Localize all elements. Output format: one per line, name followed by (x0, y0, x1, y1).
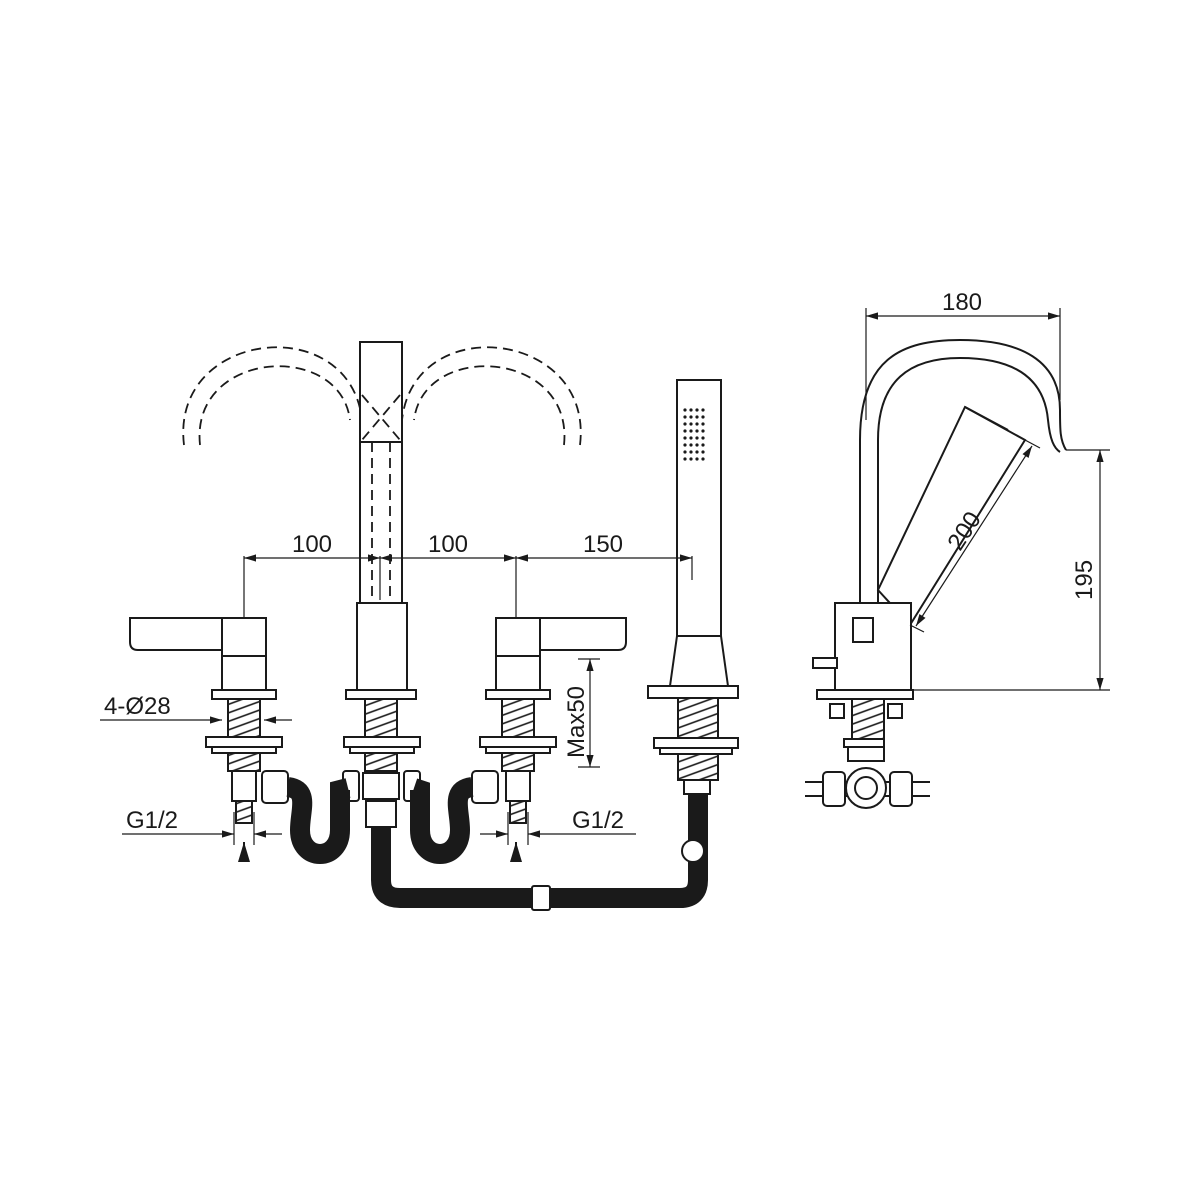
braided-hoses (285, 777, 708, 911)
dim-spacing-left: 100 (292, 531, 332, 558)
front-dimensions: 100 100 150 4-Ø28 Max50 G1/2 G1/2 (100, 531, 693, 862)
dim-inlet-left: G1/2 (126, 807, 178, 834)
hand-shower (647, 379, 739, 795)
dim-spacing-shower: 150 (583, 531, 623, 558)
dim-side-width: 180 (942, 289, 982, 316)
dim-side-height: 195 (1071, 560, 1098, 600)
left-valve (129, 617, 289, 824)
side-view (805, 338, 1067, 809)
dim-holes: 4-Ø28 (104, 693, 171, 720)
dim-inlet-right: G1/2 (572, 807, 624, 834)
shower-nozzle-dots (683, 408, 705, 461)
dim-spacing-right: 100 (428, 531, 468, 558)
right-valve (471, 617, 627, 824)
dim-max-deck: Max50 (563, 686, 590, 758)
